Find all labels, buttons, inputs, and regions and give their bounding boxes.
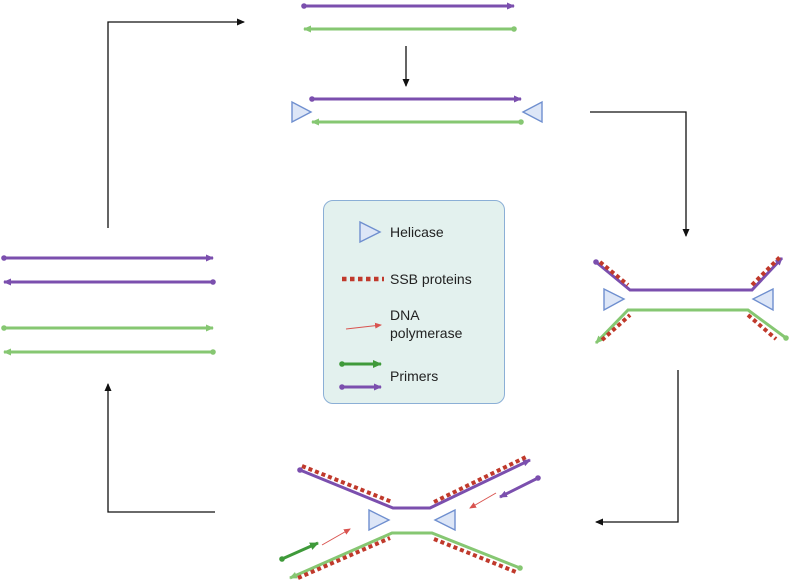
right-unwinding-stage xyxy=(593,255,789,345)
legend-ssb-label: SSB proteins xyxy=(390,271,472,287)
dna-strand-bottom xyxy=(3,348,216,356)
primer-icon xyxy=(339,360,382,368)
arrow-left-to-top xyxy=(107,18,245,228)
helicase-binding-stage xyxy=(291,95,543,126)
legend-polymerase-label-line1: DNA xyxy=(390,307,420,323)
arrow-right-to-bottom xyxy=(595,370,679,526)
dna-strand-bottom xyxy=(311,118,524,126)
arrow-top-to-right xyxy=(590,111,690,237)
bottom-extension-stage xyxy=(279,454,541,580)
primer-icon xyxy=(279,541,319,562)
top-dsdna xyxy=(301,2,517,33)
helicase-icon xyxy=(359,220,382,244)
helicase-icon xyxy=(521,100,543,124)
dna-strand-top xyxy=(309,95,522,103)
left-amplified-dna xyxy=(1,254,216,356)
arrow-bottom-to-left xyxy=(104,383,215,513)
dna-strand-top xyxy=(595,256,784,292)
legend-helicase-label: Helicase xyxy=(390,224,444,240)
dna-polymerase-icon xyxy=(469,492,497,509)
dna-strand-top xyxy=(1,254,214,262)
legend: Helicase SSB proteins DNA polymerase Pri… xyxy=(323,200,505,404)
dna-strand-bottom xyxy=(303,25,517,33)
helicase-icon xyxy=(433,508,456,532)
dna-polymerase-icon xyxy=(345,322,382,330)
cycle-arrows xyxy=(104,18,690,526)
dna-strand-bottom xyxy=(289,531,521,580)
dna-strand-bottom xyxy=(594,308,787,345)
dna-strand-bottom xyxy=(3,278,216,286)
primer-icon xyxy=(339,383,382,391)
primer-icon xyxy=(499,475,541,499)
dna-strand-top xyxy=(301,2,515,10)
dna-polymerase-icon xyxy=(321,528,351,546)
ssb-protein-icon xyxy=(297,454,529,580)
legend-polymerase-label-line2: polymerase xyxy=(390,325,463,341)
helicase-icon xyxy=(603,287,626,312)
helicase-icon xyxy=(368,508,391,532)
helicase-icon xyxy=(291,100,313,124)
helicase-icon xyxy=(751,287,774,312)
dna-strand-top xyxy=(1,324,214,332)
ssb-protein-icon xyxy=(598,255,782,342)
legend-primers-label: Primers xyxy=(390,368,439,384)
dna-strand-top xyxy=(299,458,531,510)
